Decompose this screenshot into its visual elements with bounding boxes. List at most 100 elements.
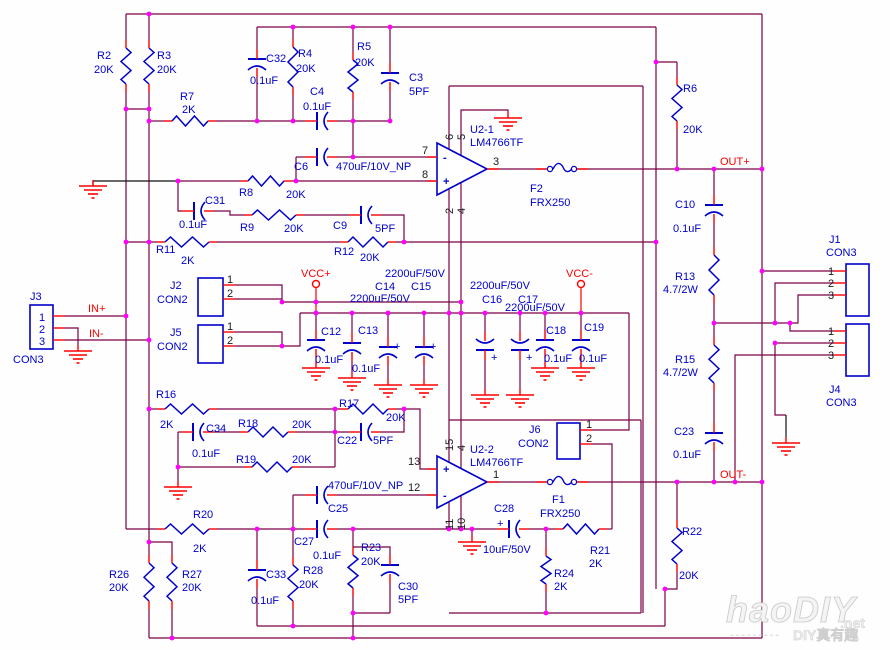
resistor-r12 <box>347 235 389 249</box>
junction-dot <box>350 635 356 641</box>
label-: + <box>491 352 497 364</box>
label-r21: R21 <box>590 545 610 557</box>
label-4: 4 <box>456 208 468 214</box>
label-20k: 20K <box>157 64 177 76</box>
junction-dot <box>653 59 659 65</box>
label-20k: 20K <box>286 189 306 201</box>
junction-dot <box>446 310 452 316</box>
label-u22: U2-2 <box>470 444 494 456</box>
label-c12: C12 <box>321 326 341 338</box>
label-2: 2 <box>586 433 592 445</box>
resistor-r27 <box>165 562 179 602</box>
label-472w: 4.7/2W <box>663 284 698 296</box>
junction-dot <box>279 343 285 349</box>
capacitor-c33 <box>247 576 267 582</box>
label-20k: 20K <box>683 124 703 136</box>
junction-dot <box>123 239 129 245</box>
label-01uf: 0.1uF <box>251 595 279 607</box>
junction-dot <box>674 479 680 485</box>
label-c17: C17 <box>518 294 538 306</box>
junction-dot <box>711 320 717 326</box>
junction-dot <box>146 406 152 412</box>
junction-dot <box>469 526 475 532</box>
resistor-r20 <box>164 522 210 536</box>
junction-dot <box>517 310 523 316</box>
label-r24: R24 <box>554 568 574 580</box>
label-c32: C32 <box>266 53 286 65</box>
label-r8: R8 <box>239 187 253 199</box>
junction-dot <box>350 24 356 30</box>
wire <box>282 313 301 347</box>
label-20k: 20K <box>355 57 375 69</box>
junction-dot <box>772 320 778 326</box>
connector-j4 <box>845 323 870 377</box>
junction-dot <box>458 310 464 316</box>
junction-dot <box>385 310 391 316</box>
label-j1: J1 <box>829 234 841 246</box>
wire <box>592 443 613 529</box>
label-3: 3 <box>828 290 834 302</box>
junction-dot <box>254 118 260 124</box>
opamp-u2-1-sign2: + <box>443 176 449 188</box>
junction-dot <box>446 526 452 532</box>
capacitor-c31 <box>200 201 206 221</box>
label-c34: C34 <box>206 423 226 435</box>
label-r3: R3 <box>157 50 171 62</box>
label-3: 3 <box>39 336 45 348</box>
capacitor-c22 <box>367 422 373 442</box>
label-r16: R16 <box>156 389 176 401</box>
resistor-r7 <box>171 114 209 128</box>
connector-j1 <box>845 263 870 317</box>
label-c27: C27 <box>294 536 314 548</box>
capacitor-c30 <box>380 571 400 577</box>
label-: + <box>497 518 503 530</box>
resistor-r6 <box>670 84 684 122</box>
resistor-r23 <box>346 554 360 589</box>
junction-dot <box>313 310 319 316</box>
label-20k: 20K <box>299 579 319 591</box>
junction-dot <box>674 166 680 172</box>
junction-dot <box>787 320 793 326</box>
label-u21: U2-1 <box>470 124 494 136</box>
junction-dot <box>662 586 668 592</box>
junction-dot <box>350 610 356 616</box>
wire <box>460 109 509 155</box>
label-01uf: 0.1uF <box>192 448 220 460</box>
capacitor-c4 <box>323 111 329 131</box>
junction-dot <box>543 610 549 616</box>
label-2k: 2K <box>160 419 174 431</box>
junction-dot <box>732 479 738 485</box>
resistor-r8 <box>247 174 285 188</box>
capacitor-c34 <box>199 422 205 442</box>
junction-dot <box>290 118 296 124</box>
junction-dot <box>458 299 464 305</box>
capacitor-c10 <box>704 211 724 217</box>
capacitor-c17 <box>510 338 530 344</box>
junction-dot <box>711 166 717 172</box>
resistor-r13 <box>707 254 721 296</box>
junction-dot <box>349 310 355 316</box>
junction-dot <box>175 178 181 184</box>
capacitor-c18 <box>535 346 555 352</box>
label-r27: R27 <box>182 569 202 581</box>
label-1: 1 <box>586 419 592 431</box>
label-frx250: FRX250 <box>540 508 580 520</box>
label-r6: R6 <box>683 83 697 95</box>
label-diy: DIY真有趣 <box>793 627 859 643</box>
capacitor-c19 <box>571 346 591 352</box>
label-c16: C16 <box>482 294 502 306</box>
opamp-u2-2 <box>436 454 489 510</box>
junction-dot <box>123 313 129 319</box>
junction-dot <box>653 239 659 245</box>
label-con3: CON3 <box>13 354 44 366</box>
resistor-r22 <box>670 527 684 565</box>
label-20k: 20K <box>94 64 114 76</box>
label-c3: C3 <box>409 72 423 84</box>
fuse-f1 <box>570 478 578 486</box>
label-20k: 20K <box>296 63 316 75</box>
label-2k: 2K <box>193 543 207 555</box>
junction-dot <box>175 464 181 470</box>
label-1: 1 <box>227 321 233 333</box>
label-: + <box>394 341 400 353</box>
